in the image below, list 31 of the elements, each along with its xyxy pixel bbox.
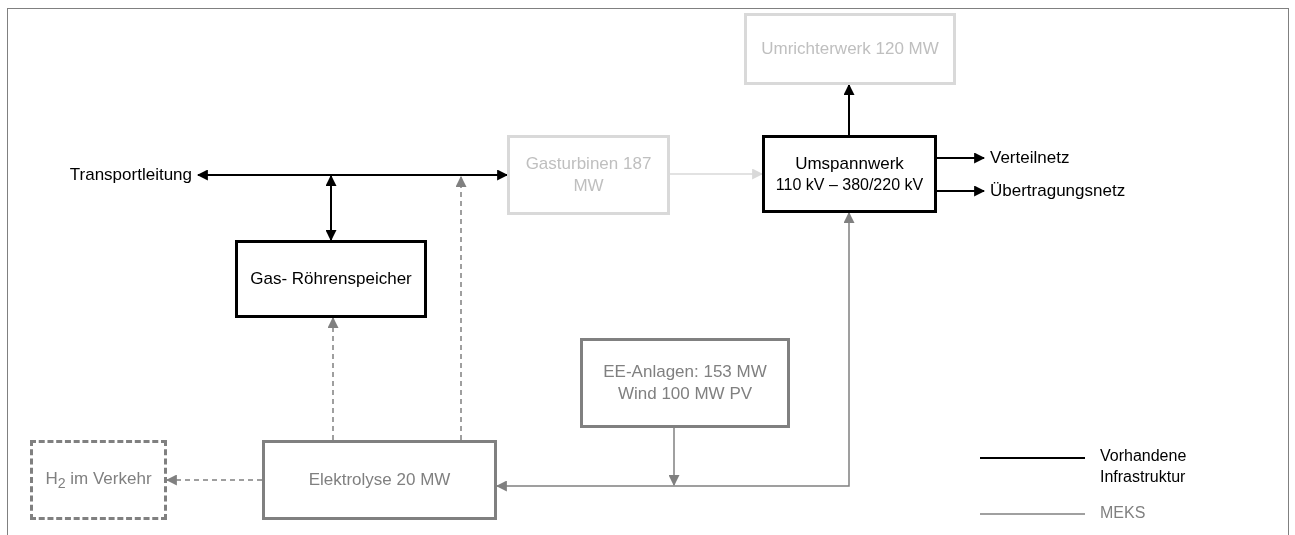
process-box (744, 13, 956, 85)
arrow (669, 168, 764, 180)
dashed-box (30, 440, 167, 520)
arrow (455, 175, 467, 441)
arrow (325, 174, 337, 242)
process-box (580, 338, 790, 428)
arrow (843, 83, 855, 136)
box-text: H$_{2}$ im Verkehr (45, 467, 152, 493)
legend-label: Vorhandene Infrastruktur (1100, 446, 1188, 487)
node-label: Übertragungsnetz (990, 179, 1126, 202)
process-box (262, 440, 497, 520)
box-text: Umspannwerk (795, 152, 904, 175)
legend-label: MEKS (1100, 503, 1147, 523)
process-box (762, 135, 937, 213)
node-label: Verteilnetz (990, 146, 1070, 169)
box-text: Umrichterwerk 120 MW (761, 37, 939, 60)
arrow (495, 211, 855, 492)
arrow (327, 316, 339, 441)
node-label: Transportleitung (69, 163, 192, 186)
box-text: EE-Anlagen: 153 MW Wind 100 MW PV (602, 360, 768, 405)
arrow (936, 185, 986, 197)
arrow (165, 474, 263, 486)
process-box (235, 240, 427, 318)
box-text: Elektrolyse 20 MW (308, 468, 451, 491)
box-text: 110 kV – 380/220 kV (775, 174, 924, 195)
arrow (196, 169, 509, 181)
arrow (668, 427, 680, 487)
arrow (936, 152, 986, 164)
process-box (507, 135, 670, 215)
box-text: Gas- Röhrenspeicher (250, 267, 412, 290)
box-text: Gasturbinen 187 MW (524, 152, 653, 197)
